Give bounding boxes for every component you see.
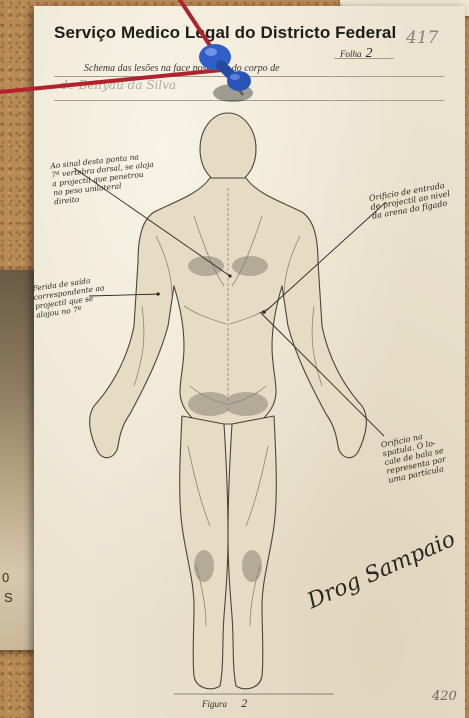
- push-pin-icon[interactable]: [193, 37, 257, 107]
- red-string-left[interactable]: [0, 70, 222, 92]
